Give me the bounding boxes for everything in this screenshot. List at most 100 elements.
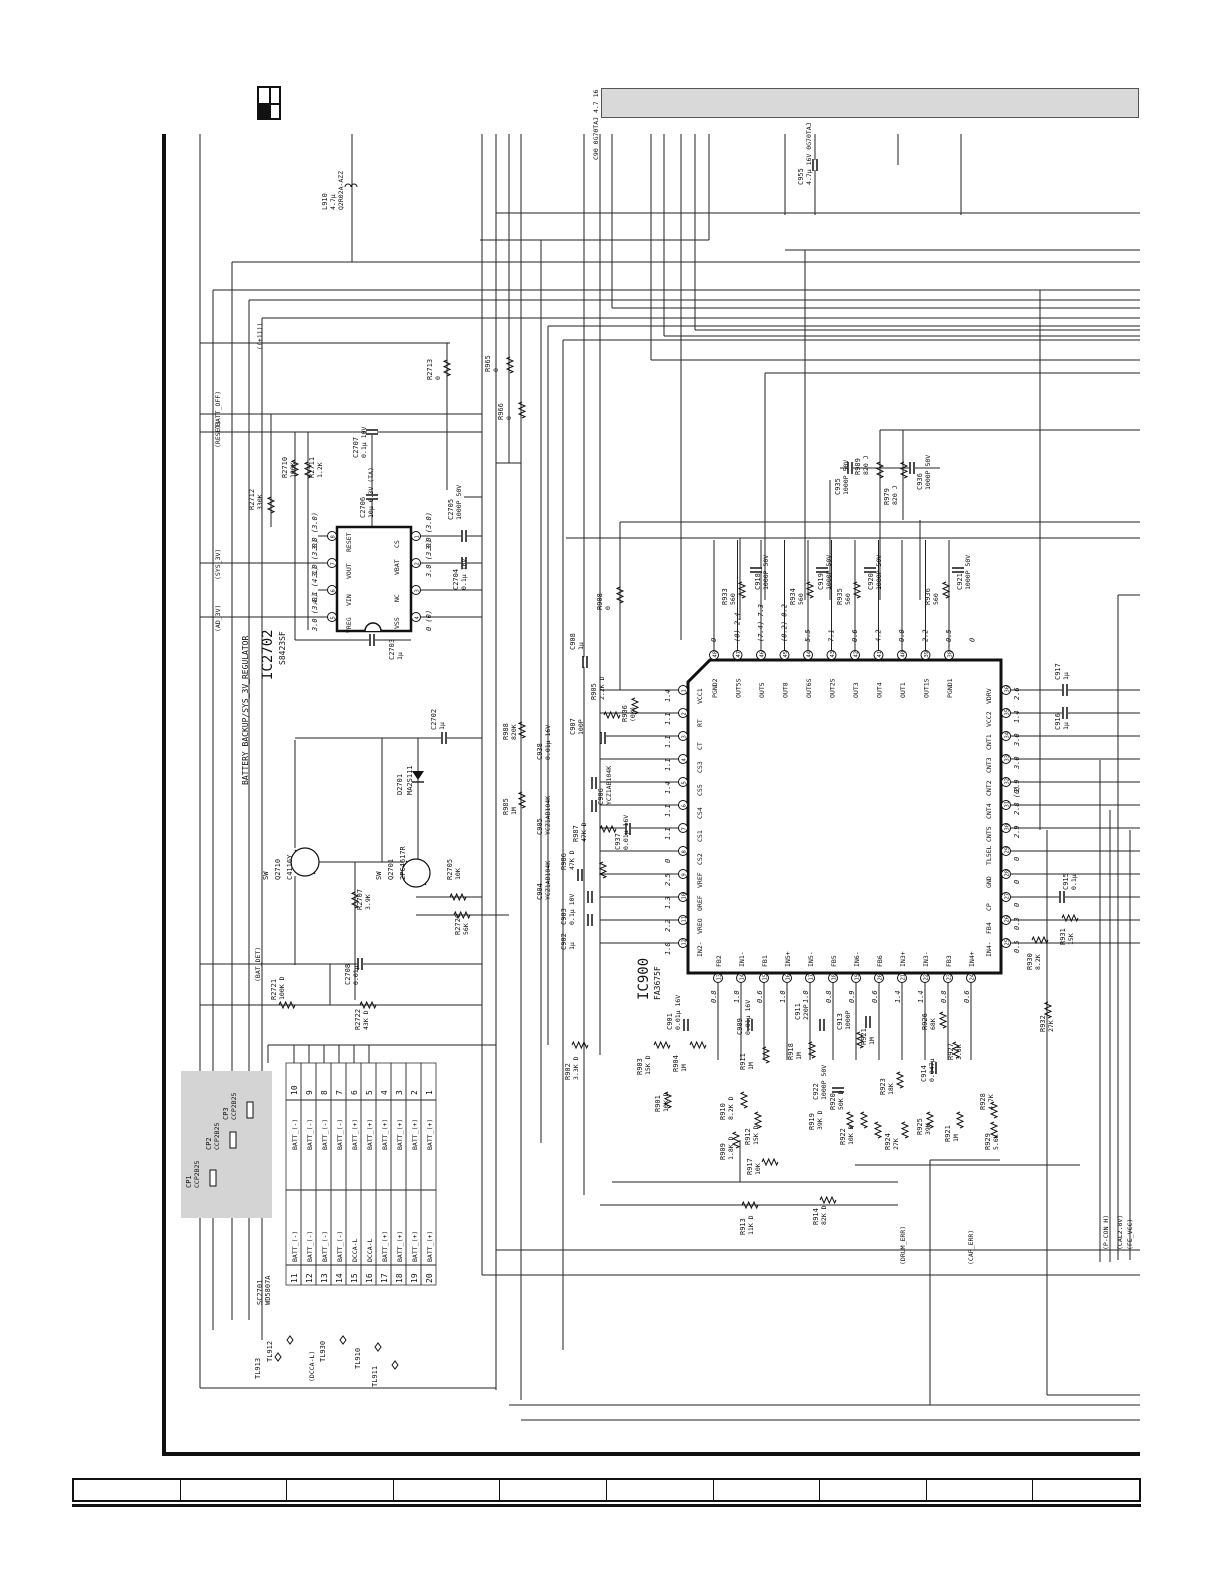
resistor-ref: R929	[984, 1133, 992, 1150]
capacitor-value: 4.7μ 16V 0G70TAJ	[805, 122, 813, 185]
pin-number: 22	[924, 974, 930, 981]
capacitor-value: 0.1μ	[1070, 874, 1078, 890]
capacitor-ref: C921	[956, 573, 964, 590]
inductor-ref: L910	[321, 193, 329, 210]
capacitor-label: C90 0G70TAJ 4.7 16	[592, 89, 600, 160]
main-ic-pin-label: GND	[985, 876, 993, 888]
signal-label: (AD_3V)	[214, 605, 222, 632]
pin-circle	[1001, 892, 1011, 902]
resistor-symbol	[599, 824, 617, 834]
pin-circle	[678, 892, 688, 902]
main-ic-pin-label: IN3-	[922, 951, 930, 967]
resistor-value: 330K	[256, 494, 264, 510]
resistor-ref: R934	[789, 588, 797, 605]
main-ic-pin-voltage: 2.5	[664, 873, 672, 886]
connector-pin-label: BATT_(-)	[336, 1119, 344, 1150]
resistor-ref: R932	[1039, 1015, 1047, 1032]
capacitor-value: 100P	[577, 719, 585, 735]
main-ic-pin-voltage: (7.4) 7.3	[757, 604, 765, 642]
resistor-value: 1M	[510, 807, 518, 815]
resistor-ref: R987	[572, 825, 580, 842]
main-ic-pin-voltage: 1.3	[664, 896, 672, 909]
pin-circle	[805, 973, 815, 983]
resistor-value: 15K D	[752, 1125, 760, 1145]
capacitor-value: 10μ 6.3V (TA)	[367, 467, 375, 518]
pin-circle	[850, 650, 860, 660]
pin-number: 33	[1005, 755, 1011, 762]
main-ic-pin-voltage: 4.2	[875, 629, 883, 642]
resistor-symbol	[731, 1131, 741, 1149]
resistor-value: 18K	[887, 1083, 895, 1095]
test-point	[374, 1342, 382, 1352]
main-ic-part: FA3675F	[653, 966, 662, 1000]
pin-circle	[779, 650, 790, 660]
resistor-value: 39K	[924, 1123, 932, 1135]
regulator-notch	[364, 622, 382, 632]
grid-cell	[500, 1480, 607, 1500]
capacitor-gap	[931, 1063, 937, 1073]
resistor-ref: R2711	[308, 457, 316, 478]
resistor-ref: R985	[502, 798, 510, 815]
pin-number: 23	[947, 974, 953, 981]
capacitor-value: 1000P 50V	[825, 555, 833, 590]
main-ic-pin-voltage: 1.0	[802, 990, 810, 1003]
main-ic-pin-label: CNT1	[985, 734, 993, 750]
resistor-ref: R913	[739, 1218, 747, 1235]
connector-pin-label: BATT_(+)	[396, 1231, 404, 1262]
resistor-value: 39K D	[816, 1110, 824, 1130]
main-ic-pin-label: IN4+	[968, 951, 976, 967]
resistor-symbol	[449, 892, 467, 902]
pin-circle	[897, 650, 907, 660]
main-ic-pin-voltage: 1.1	[664, 758, 672, 771]
pin-number: 1	[682, 689, 688, 692]
main-ic-pin-voltage: 0	[664, 859, 672, 863]
connector-pin-label: BATT_(+)	[381, 1119, 389, 1150]
fuse-symbol	[246, 1101, 254, 1119]
resistor-value: 3.9K	[364, 894, 372, 910]
pin-circle	[1001, 915, 1011, 925]
pin-circle	[756, 650, 766, 660]
main-ic-pin-label: OUT8	[782, 682, 790, 698]
signal-label: (CAL2.8V)	[1116, 1215, 1124, 1250]
main-ic-pin-voltage: 1.1	[664, 827, 672, 840]
capacitor-value: 1μ	[438, 722, 446, 730]
resistor-symbol	[899, 461, 909, 479]
main-ic-body	[686, 658, 1003, 975]
main-ic-pin-label: OUT3	[852, 682, 860, 698]
connector-pin-label: BATT_(-)	[321, 1231, 329, 1262]
signal-label: (P-CON H)	[1102, 1215, 1110, 1250]
resistor-ref: R935	[836, 588, 844, 605]
resistor-value: 68K	[929, 1018, 937, 1030]
resistor-symbol	[630, 697, 640, 715]
capacitor-ref: C937	[614, 833, 622, 850]
pin-circle	[1001, 846, 1011, 856]
main-ic-pin-voltage: 1.1	[664, 804, 672, 817]
capacitor-ref: C2703	[388, 639, 396, 660]
pin-number: 36	[1005, 686, 1011, 693]
resistor-ref: R922	[839, 1128, 847, 1145]
resistor-value: 8.2K	[1034, 954, 1042, 970]
pin-circle	[678, 869, 688, 879]
resistor-value: 820 J	[862, 455, 870, 475]
main-ic-pin-label: FB5	[830, 955, 838, 967]
resistor-ref: R2707	[356, 889, 364, 910]
resistor-value: 27K	[1047, 1020, 1055, 1032]
main-ic-pin-voltage: 1.4	[917, 990, 925, 1003]
pin-number: 44	[807, 650, 813, 657]
connector-pin-number: 17	[380, 1273, 389, 1283]
resistor-symbol	[653, 1040, 671, 1050]
connector-pin-label: BATT_(+)	[396, 1119, 404, 1150]
capacitor-value: 1000P 50V	[924, 455, 932, 490]
capacitor-value: 0.01μ 16V	[674, 995, 682, 1030]
capacitor-gap	[1062, 708, 1068, 718]
resistor-symbol	[753, 1111, 763, 1129]
connector-pin-number: 9	[305, 1090, 314, 1095]
signal-label: (BATT_OFF)	[214, 391, 222, 430]
resistor-ref: R989	[854, 458, 862, 475]
resistor-value: 1.2K	[316, 462, 324, 478]
main-ic-pin-voltage: 0.9	[848, 990, 856, 1003]
resistor-ref: R901	[654, 1095, 662, 1112]
fuse-ref: CP2	[205, 1137, 213, 1150]
connector-part: WD5807A	[264, 1275, 272, 1305]
capacitor-gap	[591, 801, 597, 811]
